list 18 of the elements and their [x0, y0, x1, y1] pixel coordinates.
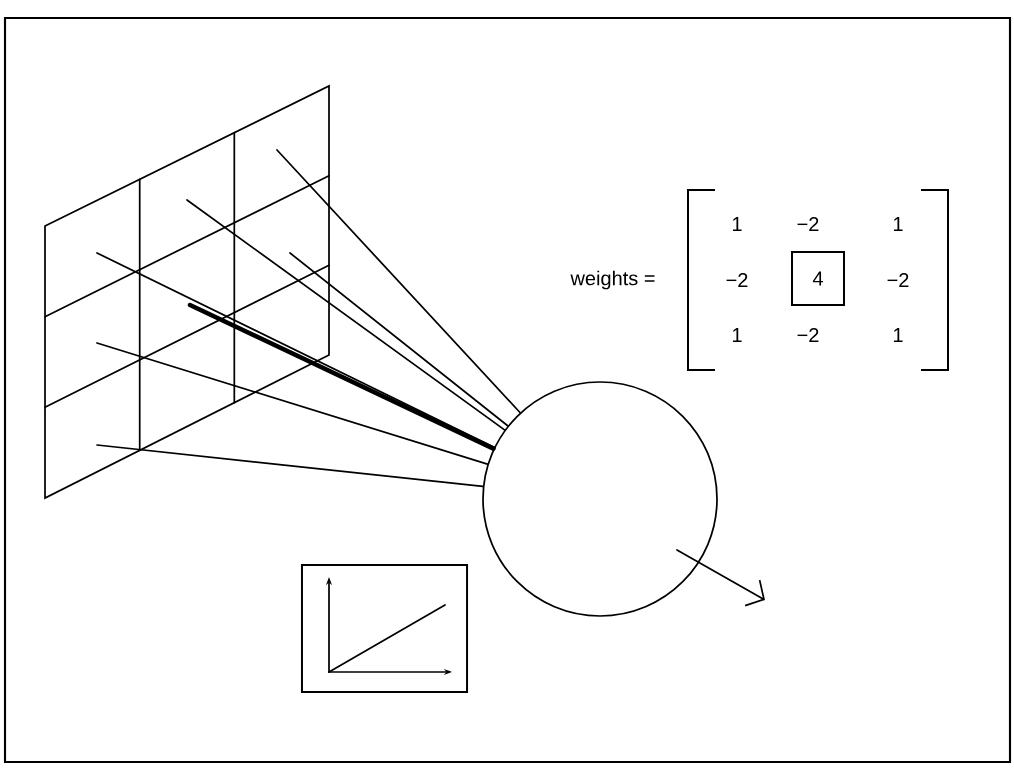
matrix-entry: 1 — [893, 217, 903, 231]
activation-plot-drawing — [301, 564, 469, 693]
weights-label: weights = — [570, 270, 655, 290]
connection-line — [96, 342, 489, 465]
output-arrow — [676, 549, 765, 607]
connection-line — [187, 302, 496, 451]
matrix-entry: 1 — [732, 328, 742, 342]
connection-line — [96, 444, 484, 488]
connection-line — [289, 252, 509, 427]
connection-line — [276, 149, 521, 414]
matrix-entry: 1 — [732, 217, 742, 231]
boxed-entry: 4 — [791, 250, 845, 307]
matrix-entry: −2 — [726, 273, 748, 287]
matrix-entry: −2 — [887, 273, 909, 287]
matrix-entry: −2 — [797, 217, 819, 231]
neuron-circle — [482, 381, 718, 617]
matrix-entry: −2 — [797, 328, 819, 342]
matrix-entry: 1 — [893, 328, 903, 342]
